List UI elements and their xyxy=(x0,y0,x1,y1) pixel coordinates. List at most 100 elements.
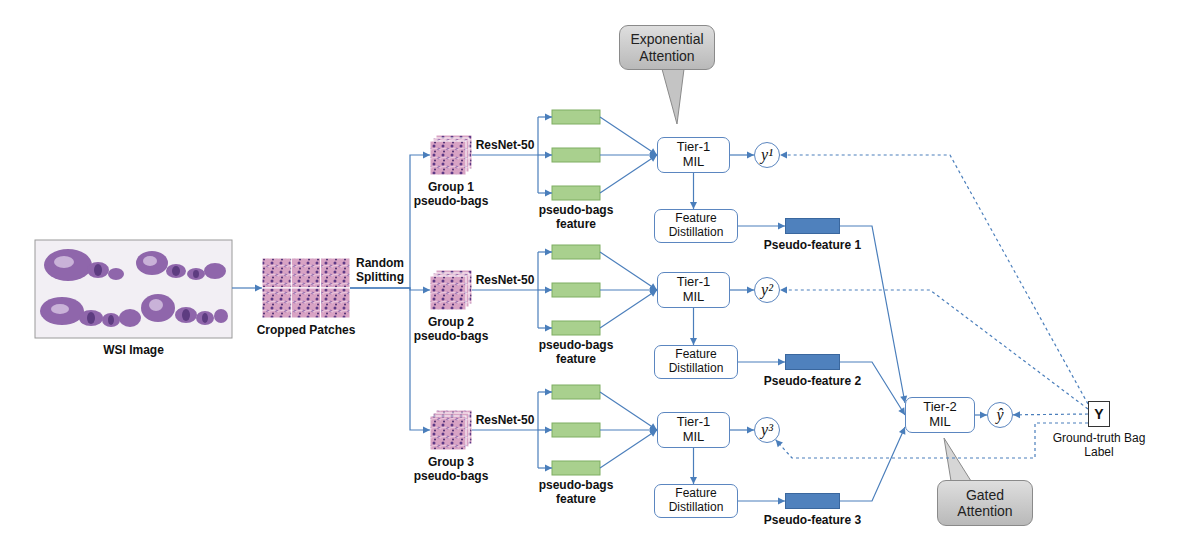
process-box: Feature Distillation xyxy=(654,484,738,518)
arrow-head xyxy=(778,223,785,230)
node-caption: WSI Image xyxy=(74,343,194,357)
arrow-head xyxy=(423,152,430,159)
connector xyxy=(472,389,657,472)
tissue-dark xyxy=(87,264,208,325)
arrow-head xyxy=(649,430,657,437)
node-caption: Pseudo-feature 1 xyxy=(753,238,873,252)
edge-label: ResNet-50 xyxy=(476,413,535,427)
arrow-head xyxy=(1013,411,1020,418)
process-box: Tier-2 MIL xyxy=(905,397,975,433)
patch xyxy=(291,258,320,288)
connector-line xyxy=(600,289,657,290)
connector-line xyxy=(738,361,785,362)
node-text: y¹ xyxy=(761,146,773,164)
node-caption: Group 2 pseudo-bags xyxy=(409,315,493,343)
node-caption: Pseudo-feature 3 xyxy=(753,513,873,527)
arrow-head xyxy=(255,285,262,292)
arrow-head xyxy=(545,465,552,472)
connector xyxy=(780,287,1088,410)
connector-line xyxy=(600,117,657,155)
pseudo-bag-group: Group 1 pseudo-bags xyxy=(430,135,472,175)
connector xyxy=(730,152,754,159)
tissue-light xyxy=(51,256,163,314)
feature-bar xyxy=(552,245,600,259)
connector-line xyxy=(780,155,1088,404)
patch xyxy=(262,258,291,288)
connector-line xyxy=(840,427,905,501)
arrow-head xyxy=(898,407,905,415)
connector xyxy=(738,498,785,505)
feature-bar xyxy=(552,423,600,437)
node-caption: Group 1 pseudo-bags xyxy=(409,180,493,208)
arrow-head xyxy=(545,427,552,434)
process-box: Tier-1 MIL xyxy=(657,412,730,448)
pseudo-bag-group: Group 3 pseudo-bags xyxy=(430,410,472,450)
node-text: Tier-1 MIL xyxy=(670,275,718,305)
node-caption: Ground-truth Bag Label xyxy=(1051,431,1147,459)
node-text: ŷ xyxy=(996,406,1003,424)
node-text: Tier-2 MIL xyxy=(916,400,964,430)
arrow-head xyxy=(778,359,785,366)
output-circle: y² xyxy=(754,277,780,303)
connector xyxy=(975,412,987,419)
connector xyxy=(690,173,697,209)
feature-bar xyxy=(552,321,600,335)
connector-line xyxy=(738,500,785,501)
arrow-head xyxy=(690,477,697,484)
arrow-head xyxy=(423,287,430,294)
process-box: Tier-1 MIL xyxy=(657,272,730,308)
edge-label: ResNet-50 xyxy=(476,273,535,287)
connector-line xyxy=(780,290,1088,409)
patch xyxy=(262,288,291,318)
connector-line xyxy=(600,392,657,430)
connector-line xyxy=(600,155,657,193)
feature-box: Pseudo-feature 1 xyxy=(785,218,840,234)
callout-pointer xyxy=(662,69,684,124)
arrow-head xyxy=(545,325,552,332)
tissue xyxy=(40,249,228,327)
node-text: y³ xyxy=(761,421,773,439)
arrow-head xyxy=(545,249,552,256)
feature-bar xyxy=(552,186,600,200)
text-label: pseudo-bags feature xyxy=(534,478,618,506)
patch xyxy=(321,258,350,288)
process-box: Tier-1 MIL xyxy=(657,137,730,173)
node-text: Feature Distillation xyxy=(659,348,733,376)
node-caption: Group 3 pseudo-bags xyxy=(409,455,493,483)
connector-line xyxy=(472,289,538,290)
connector-line xyxy=(840,362,905,415)
arrow-head xyxy=(545,287,552,294)
feature-bar xyxy=(552,461,600,475)
connector-line xyxy=(738,225,785,226)
connector xyxy=(350,288,430,434)
node-text: Gated Attention xyxy=(942,487,1028,519)
pseudo-bag-group: Group 2 pseudo-bags xyxy=(430,270,472,310)
slide-image xyxy=(35,240,232,338)
connector-line xyxy=(600,290,657,328)
arrow-head xyxy=(747,152,754,159)
feature-bar xyxy=(552,283,600,297)
connector xyxy=(690,448,697,484)
patch-grid xyxy=(262,258,350,318)
arrow-head xyxy=(545,389,552,396)
connector xyxy=(738,359,785,366)
patch xyxy=(430,141,466,175)
bag-stack xyxy=(430,410,472,450)
arrow-head xyxy=(545,190,552,197)
text-label: pseudo-bags feature xyxy=(534,203,618,231)
arrow-head xyxy=(545,152,552,159)
output-circle: y¹ xyxy=(754,142,780,168)
arrow-head xyxy=(747,427,754,434)
connector-line xyxy=(472,154,538,155)
node-text: Feature Distillation xyxy=(659,212,733,240)
feature-vectors xyxy=(552,110,600,475)
connector-line xyxy=(600,252,657,290)
arrow-head xyxy=(980,412,987,419)
process-box: Feature Distillation xyxy=(654,209,738,243)
bag-stack xyxy=(430,135,472,175)
feature-bar xyxy=(552,148,600,162)
callout-box: Exponential Attention xyxy=(619,25,715,70)
connector xyxy=(840,362,905,415)
